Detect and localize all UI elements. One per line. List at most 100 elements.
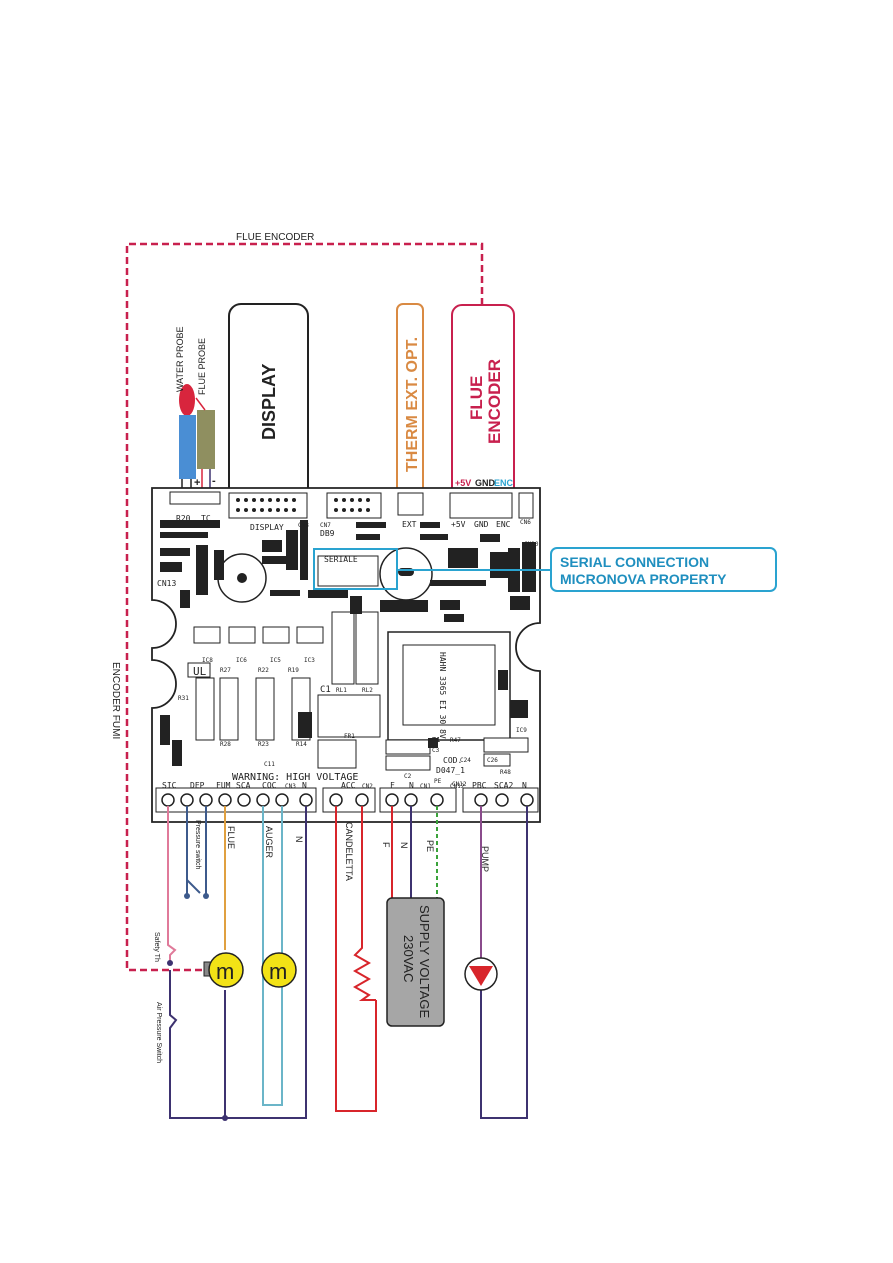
lbl-r20: R20	[176, 514, 191, 523]
supply-box	[386, 897, 445, 1027]
lbl-cn7: CN7	[320, 522, 331, 529]
supply-line1: SUPPLY VOLTAGE	[417, 905, 432, 1019]
wire-auger-label: AUGER	[264, 826, 274, 859]
term-coc: COC	[262, 781, 277, 790]
lbl-r22: R22	[258, 667, 269, 674]
lbl-ic3: IC3	[304, 657, 315, 664]
lbl-cn12: CN12	[452, 781, 467, 788]
wire-f-label: F	[381, 842, 391, 848]
lbl-fr1: FR1	[344, 733, 355, 740]
wire-candeletta-label: CANDELETTA	[344, 822, 354, 881]
term-sic: SIC	[162, 781, 177, 790]
lbl-cn6: CN6	[520, 519, 531, 526]
term-cn2: CN2	[362, 783, 373, 790]
cod-line2: D047_1	[436, 766, 465, 775]
therm-label: THERM EXT. OPT.	[404, 337, 421, 472]
lbl-seriale: SERIALE	[324, 555, 358, 564]
lbl-5v: +5V	[451, 520, 466, 529]
water-probe-body	[179, 415, 196, 479]
lbl-r48: R48	[500, 769, 511, 776]
supply-line2: 230VAC	[401, 935, 416, 982]
flue-encoder-cable	[125, 242, 484, 972]
control-board	[151, 487, 541, 823]
flue-probe-label: FLUE PROBE	[197, 338, 207, 395]
flue-encoder-title-1: FLUE	[467, 376, 486, 420]
water-probe-tip	[179, 384, 195, 416]
term-sca2: SCA2	[494, 781, 513, 790]
lbl-cn8: CN8	[298, 522, 309, 529]
lbl-ic8: IC8	[202, 657, 213, 664]
serial-callout	[313, 547, 777, 592]
term-acc: ACC	[341, 781, 356, 790]
probes	[179, 384, 215, 492]
lbl-enc: ENC	[496, 520, 511, 529]
term-pbc: PBC	[472, 781, 487, 790]
pressure-switch-label: Pressure switch	[194, 820, 201, 870]
term-sca: SCA	[236, 781, 251, 790]
auger-motor: m	[261, 952, 297, 988]
lbl-ic5: IC5	[270, 657, 281, 664]
lbl-c24: C24	[460, 757, 471, 764]
pin-5v-label: +5V	[455, 478, 471, 488]
svg-text:m: m	[269, 959, 287, 984]
term-n3: N	[522, 781, 527, 790]
wire-n1-label: N	[294, 836, 304, 843]
display-label: DISPLAY	[259, 364, 279, 440]
probe-plus: +	[194, 477, 200, 489]
lbl-r31: R31	[178, 695, 189, 702]
term-cn12: CN12	[450, 783, 465, 790]
lbl-r23: R23	[258, 741, 269, 748]
wire-pe-label: PE	[425, 840, 435, 852]
term-dep: DEP	[190, 781, 205, 790]
lbl-db9: DB9	[320, 529, 335, 538]
air-pressure-switch-label: Air Pressure Switch	[155, 1002, 162, 1063]
lbl-rl1: RL1	[336, 687, 347, 694]
svg-text:m: m	[216, 959, 234, 984]
output-wiring	[167, 806, 528, 1119]
lbl-cn10: CN10	[524, 541, 539, 548]
wire-n2-label: N	[399, 842, 409, 849]
flue-encoder-top-label: FLUE ENCODER	[236, 232, 314, 243]
serial-callout-line2: MICRONOVA PROPERTY	[560, 571, 727, 587]
encoder-fumi-label: ENCODER FUMI	[110, 662, 121, 739]
lbl-r47: R47	[450, 737, 461, 744]
pump-symbol	[464, 957, 498, 991]
serial-callout-line1: SERIAL CONNECTION	[560, 554, 709, 570]
flue-motor: m	[203, 952, 244, 988]
water-probe-label: WATER PROBE	[175, 326, 185, 392]
flue-encoder-title-2: ENCODER	[485, 359, 504, 444]
lbl-c3: C3	[432, 747, 440, 754]
lbl-ic9: IC9	[516, 727, 527, 734]
term-cn3: CN3	[285, 783, 296, 790]
lbl-c2: C2	[404, 773, 412, 780]
wire-pump-label: PUMP	[480, 846, 490, 872]
lbl-t1: T1	[432, 736, 440, 744]
lbl-ul: UL	[193, 665, 207, 678]
term-n1: N	[302, 781, 307, 790]
lbl-r27: R27	[220, 667, 231, 674]
lbl-gnd: GND	[474, 520, 489, 529]
cod-line1: COD.	[443, 756, 462, 765]
pin-gnd-label: GND	[475, 478, 496, 488]
lbl-c26: C26	[487, 757, 498, 764]
lbl-display-conn: DISPLAY	[250, 523, 284, 532]
lbl-r28: R28	[220, 741, 231, 748]
term-pe: PE	[434, 778, 442, 785]
lbl-r14: R14	[296, 741, 307, 748]
pin-enc-label: ENC	[494, 478, 514, 488]
term-f: F	[390, 781, 395, 790]
lbl-ic6: IC6	[236, 657, 247, 664]
board-warning: WARNING: HIGH VOLTAGE	[232, 772, 358, 783]
transformer-text: HAHN 3365 EI 30 8V	[438, 652, 447, 739]
term-cn1: CN1	[420, 783, 431, 790]
lbl-cn13: CN13	[157, 579, 176, 588]
lbl-rl2: RL2	[362, 687, 373, 694]
lbl-tc: TC	[201, 514, 211, 523]
probe-minus: -	[212, 475, 216, 487]
board-labels: R20 TC DISPLAY EXT +5V GND ENC CN13 SERI…	[157, 514, 539, 790]
safety-th-label: Safety Th	[153, 932, 160, 962]
lbl-ext: EXT	[402, 520, 417, 529]
term-fum: FUM	[216, 781, 231, 790]
flue-probe-body	[197, 410, 215, 469]
